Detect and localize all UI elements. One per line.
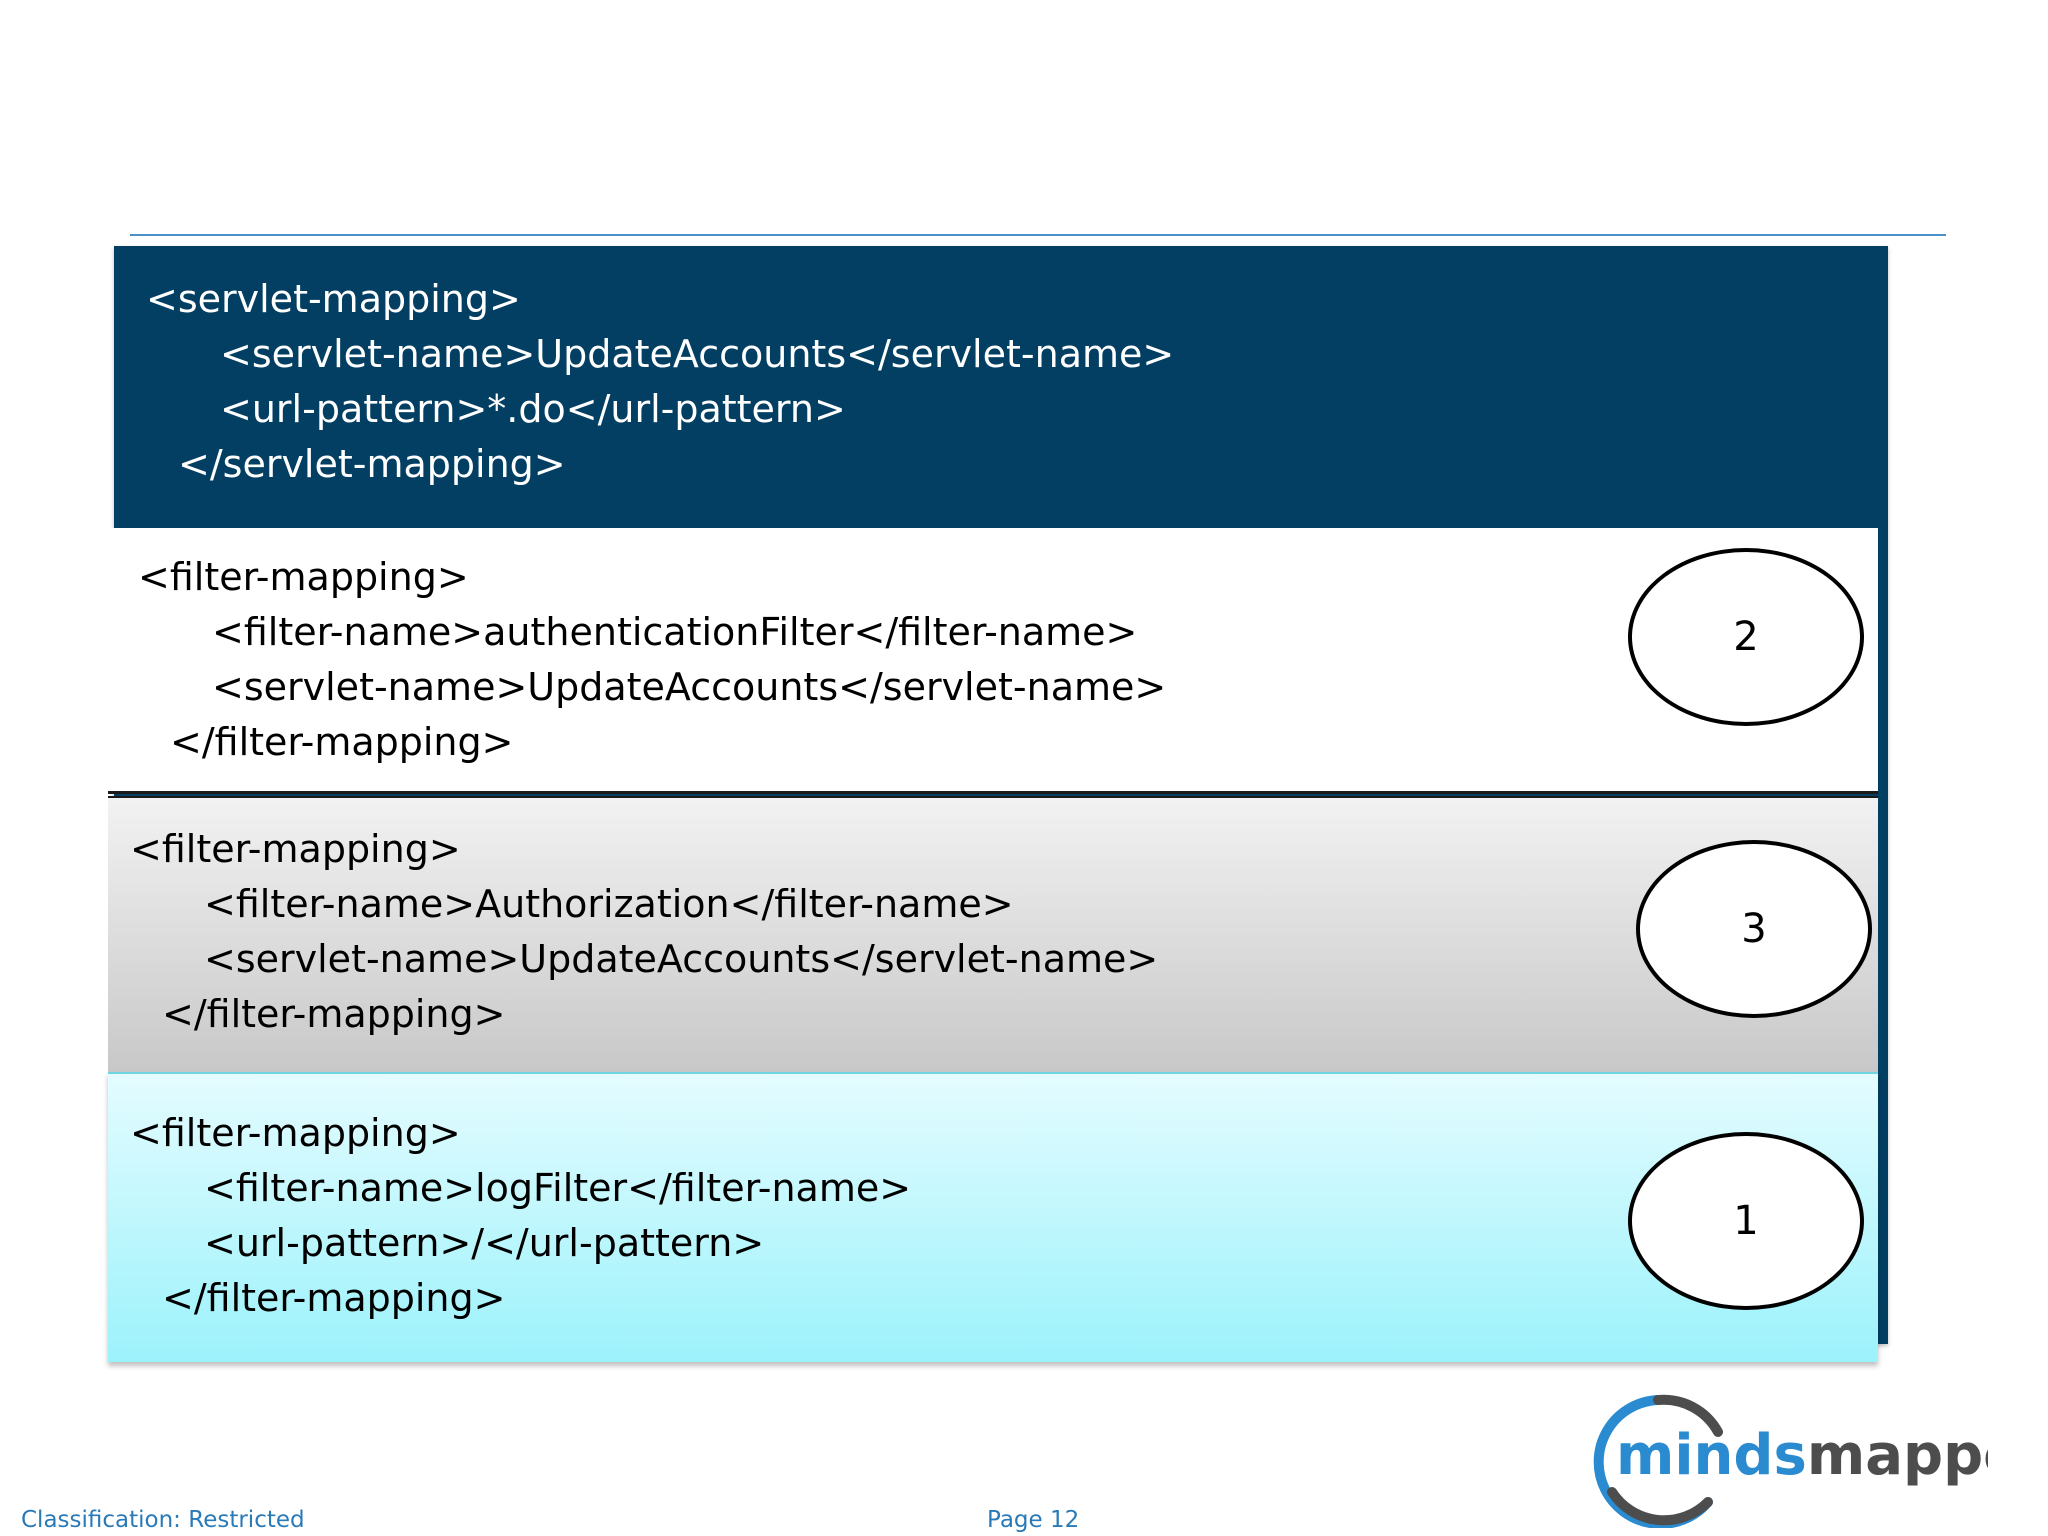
order-number: 3 xyxy=(1741,906,1767,952)
code-line: <servlet-name>UpdateAccounts</servlet-na… xyxy=(220,332,1175,376)
code-line: <filter-mapping> xyxy=(138,555,469,599)
page-number: Page 12 xyxy=(987,1507,1080,1533)
code-line: <servlet-name>UpdateAccounts</servlet-na… xyxy=(212,665,1167,709)
filter-mapping-code: <filter-mapping> <filter-name>logFilter<… xyxy=(130,1106,911,1326)
code-line: </filter-mapping> xyxy=(162,992,506,1036)
order-number: 1 xyxy=(1733,1198,1759,1244)
order-circle: 1 xyxy=(1628,1132,1864,1310)
header-divider xyxy=(130,234,1946,236)
code-line: </servlet-mapping> xyxy=(178,442,566,486)
svg-text:mindsmapped: mindsmapped xyxy=(1616,1423,1988,1488)
logo-text-part2: mapped xyxy=(1807,1423,1988,1488)
code-line: <filter-name>logFilter</filter-name> xyxy=(204,1166,912,1210)
code-line: <url-pattern>/</url-pattern> xyxy=(204,1221,765,1265)
mindsmapped-logo: mindsmapped xyxy=(1593,1394,1988,1528)
code-line: <url-pattern>*.do</url-pattern> xyxy=(220,387,846,431)
code-line: </filter-mapping> xyxy=(170,720,514,764)
order-circle: 2 xyxy=(1628,548,1864,726)
logo-text-part1: minds xyxy=(1616,1423,1807,1488)
code-line: <filter-name>Authorization</filter-name> xyxy=(204,882,1014,926)
code-line: <servlet-name>UpdateAccounts</servlet-na… xyxy=(204,937,1159,981)
order-circle: 3 xyxy=(1636,840,1872,1018)
code-line: </filter-mapping> xyxy=(162,1276,506,1320)
authorization-filter-box: <filter-mapping> <filter-name>Authorizat… xyxy=(108,796,1878,1072)
code-line: <servlet-mapping> xyxy=(146,277,521,321)
code-line: <filter-name>authenticationFilter</filte… xyxy=(212,610,1138,654)
code-line: <filter-mapping> xyxy=(130,1111,461,1155)
order-number: 2 xyxy=(1733,614,1759,660)
classification-label: Classification: Restricted xyxy=(21,1507,305,1533)
filter-mapping-code: <filter-mapping> <filter-name>Authorizat… xyxy=(130,822,1158,1042)
authentication-filter-box: <filter-mapping> <filter-name>authentica… xyxy=(108,528,1878,794)
filter-mapping-code: <filter-mapping> <filter-name>authentica… xyxy=(138,550,1166,770)
servlet-mapping-code: <servlet-mapping> <servlet-name>UpdateAc… xyxy=(146,272,1174,492)
code-line: <filter-mapping> xyxy=(130,827,461,871)
log-filter-box: <filter-mapping> <filter-name>logFilter<… xyxy=(108,1072,1878,1362)
